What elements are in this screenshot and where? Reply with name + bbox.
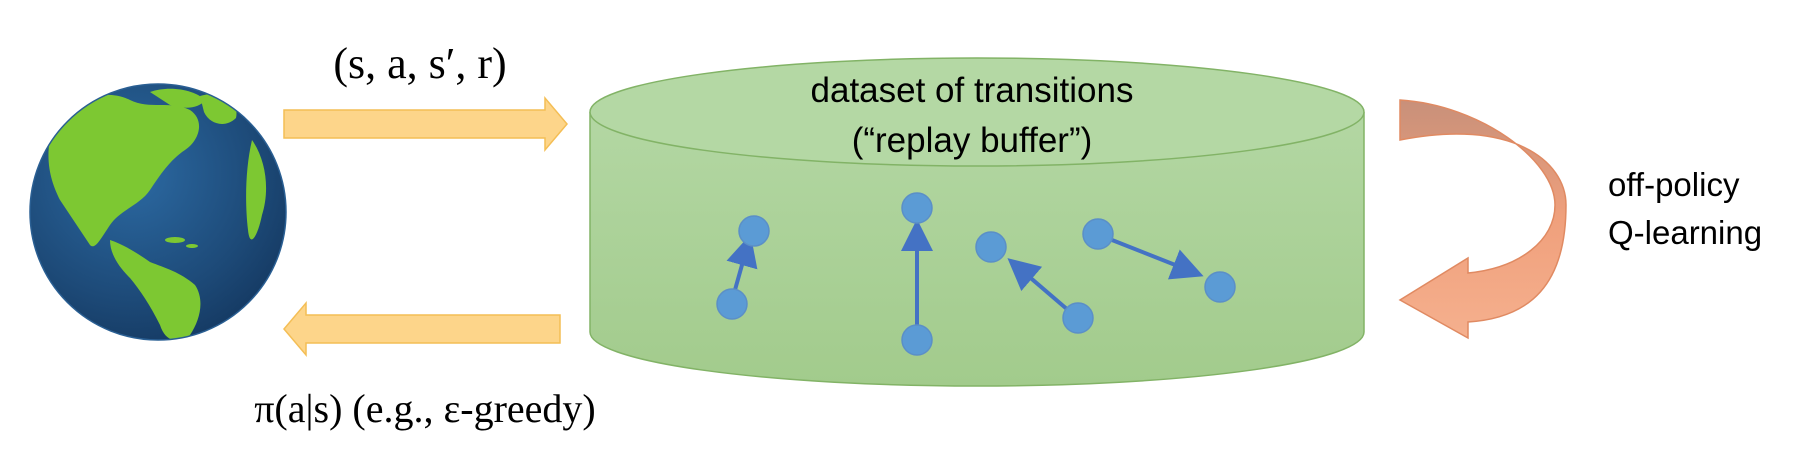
buffer-title-line2: (“replay buffer”): [852, 121, 1093, 160]
observation-flow-arrow: [283, 95, 568, 153]
bottom-arrow-label: π(a|s) (e.g., ε-greedy): [254, 386, 596, 431]
policy-flow-arrow: [283, 300, 561, 358]
transition-node: [901, 324, 933, 356]
transition-node: [738, 215, 770, 247]
loop-label-line2: Q-learning: [1608, 214, 1762, 251]
transition-4: [1082, 218, 1236, 303]
transition-node: [901, 192, 933, 224]
q-learning-loop-arrow: [1398, 99, 1567, 340]
transition-node: [716, 288, 748, 320]
transition-node: [975, 231, 1007, 263]
top-arrow-label: (s, a, s′, r): [333, 39, 506, 88]
transition-node: [1082, 218, 1114, 250]
buffer-title-line1: dataset of transitions: [811, 71, 1134, 110]
transition-3: [975, 231, 1094, 334]
transition-node: [1062, 302, 1094, 334]
transition-2: [901, 192, 933, 356]
transition-node: [1204, 271, 1236, 303]
loop-label-line1: off-policy: [1608, 166, 1740, 203]
earth-globe-icon: [29, 83, 287, 341]
transition-1: [716, 215, 770, 320]
